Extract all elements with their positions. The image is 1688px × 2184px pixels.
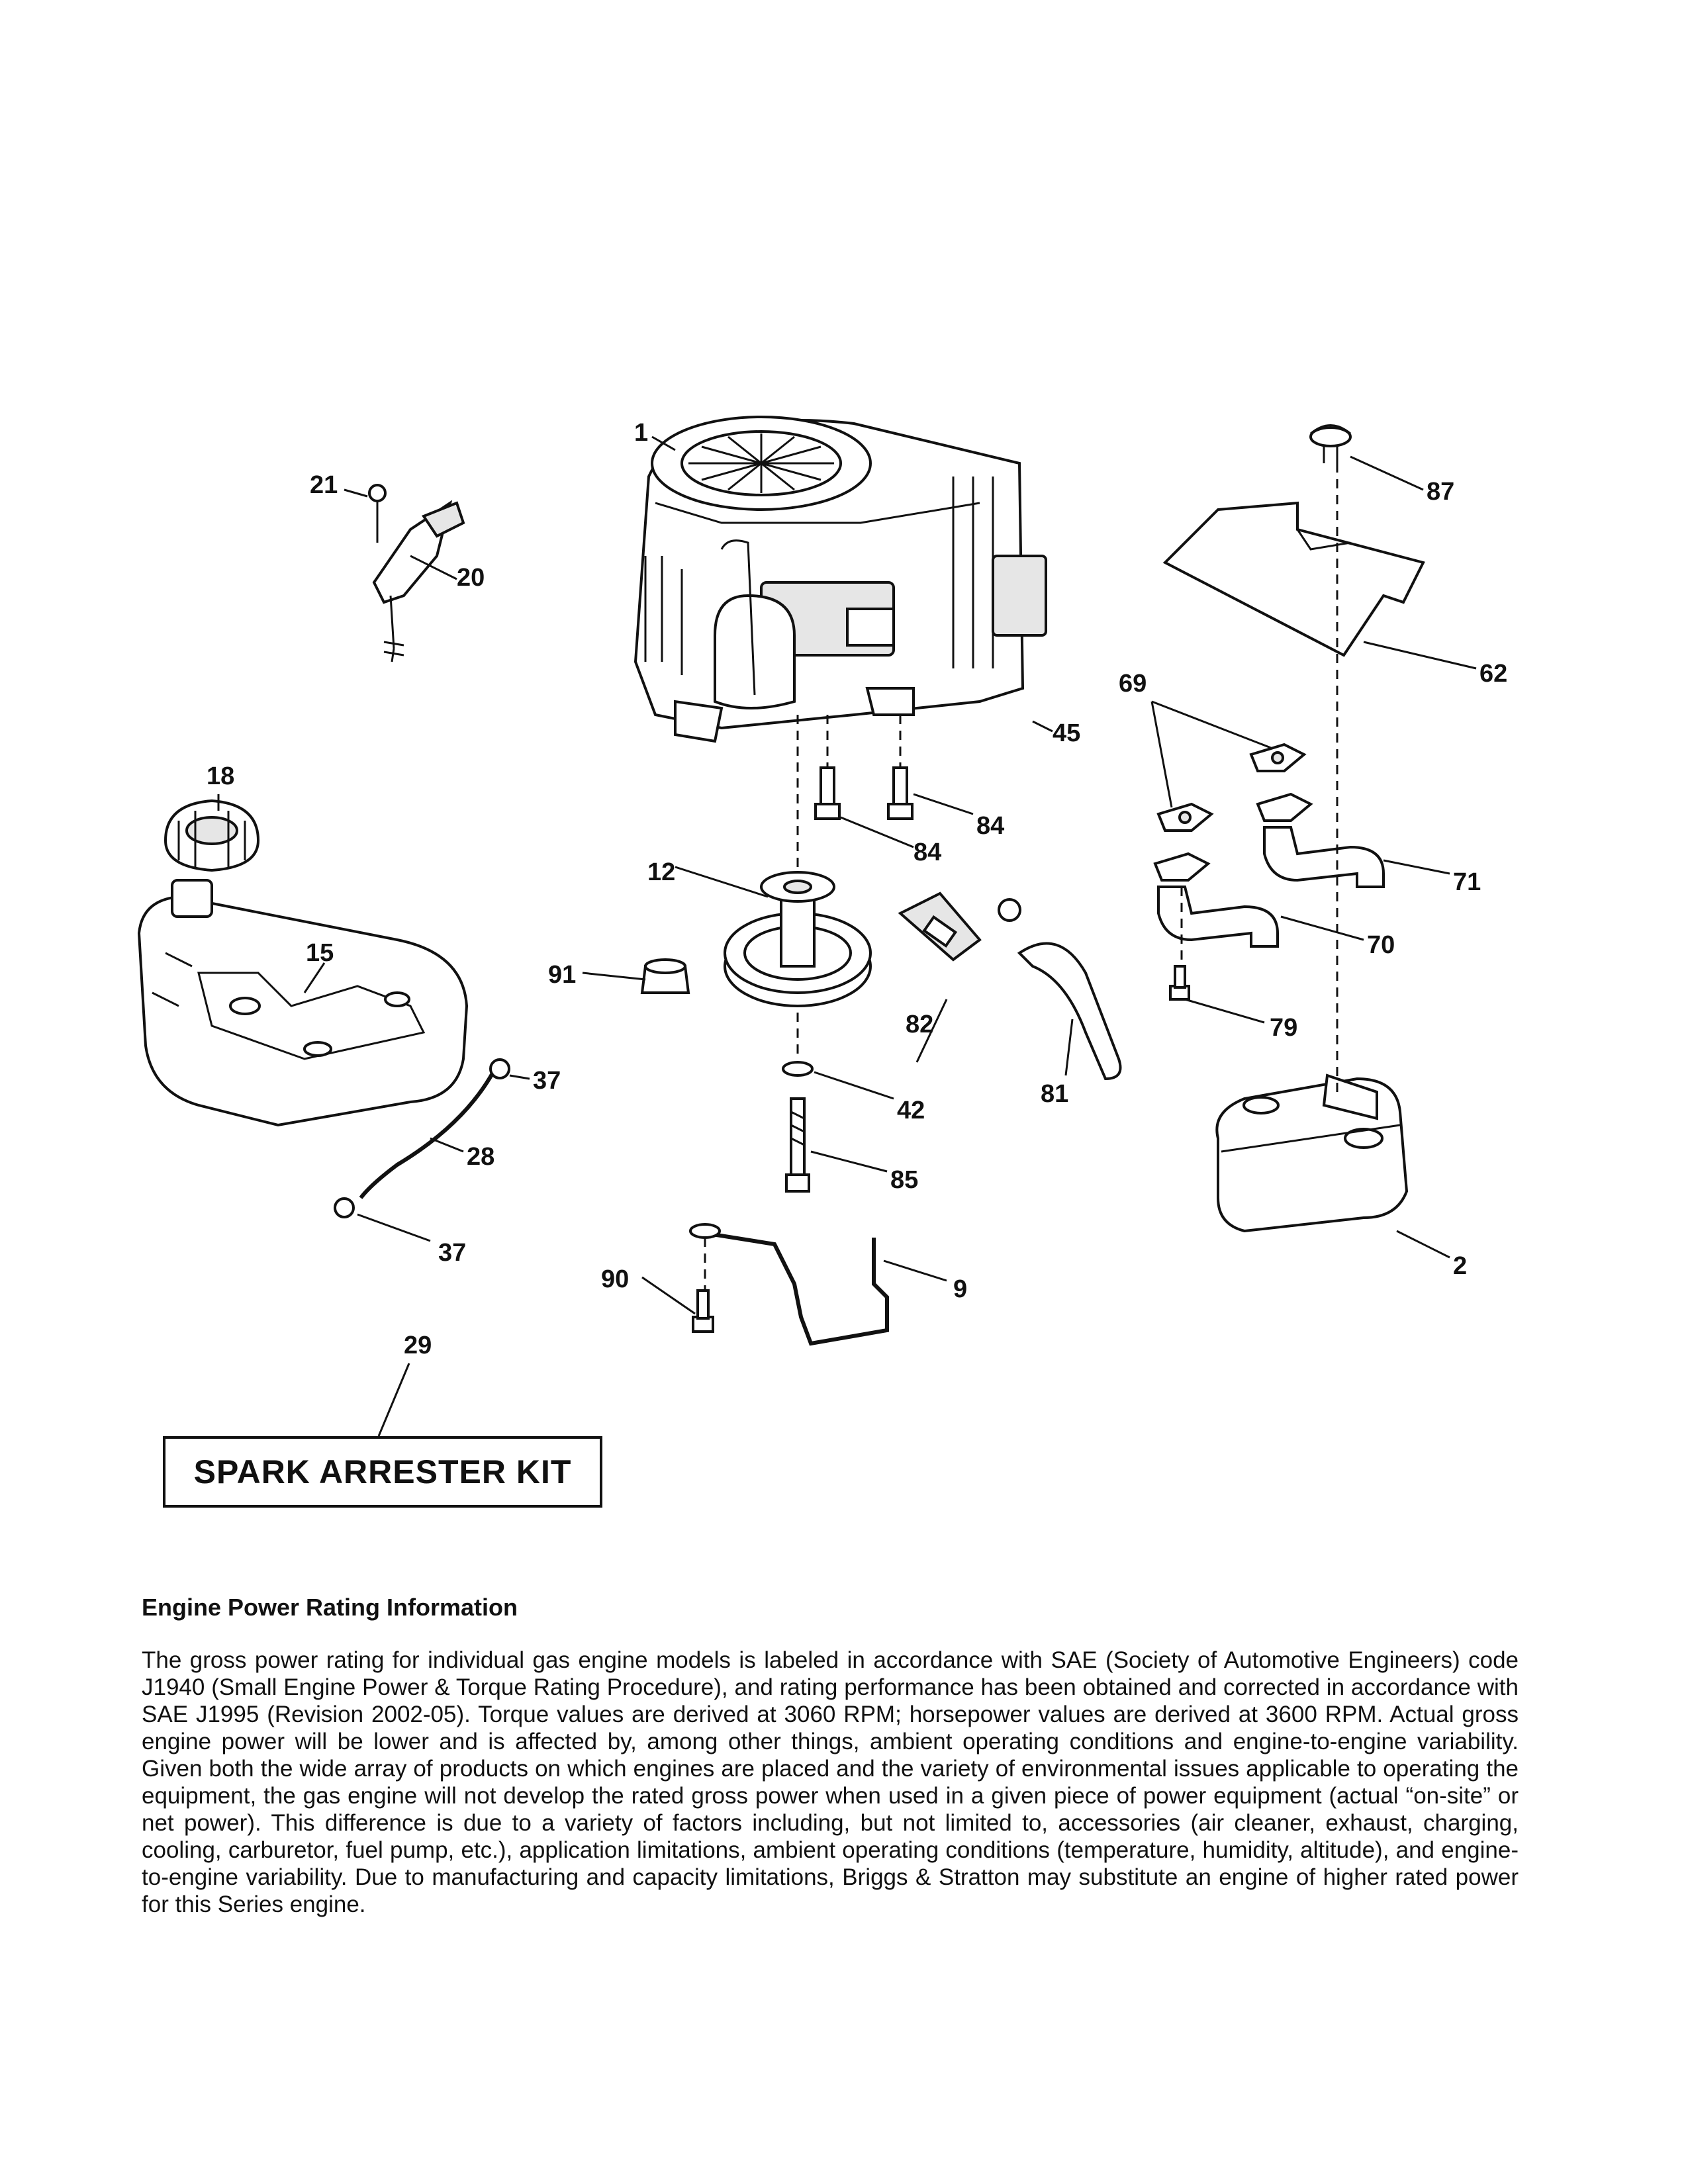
callout-fuel-tank: 15 bbox=[306, 939, 334, 967]
callout-muffler: 2 bbox=[1453, 1252, 1467, 1280]
callout-fuel-hose: 81 bbox=[1041, 1080, 1068, 1108]
callout-bolt-b: 84 bbox=[976, 812, 1004, 840]
power-rating-text: The gross power rating for individual ga… bbox=[142, 1647, 1519, 1917]
callout-throttle-screw: 21 bbox=[310, 471, 338, 499]
washer-bolt-part bbox=[782, 1061, 814, 1193]
callout-engine: 1 bbox=[634, 419, 648, 447]
fuel-line-part bbox=[334, 1058, 510, 1218]
guard-plate-part bbox=[1162, 424, 1425, 657]
engine-bolts-part bbox=[814, 766, 914, 820]
callout-rod-bolt: 90 bbox=[601, 1265, 629, 1293]
callout-pulley-bolt: 85 bbox=[890, 1166, 918, 1194]
fuel-hose-part bbox=[1017, 942, 1122, 1081]
pulley-part bbox=[724, 871, 872, 1007]
throttle-control-part bbox=[368, 484, 465, 662]
alignment-lines bbox=[704, 463, 1338, 1291]
callout-exhaust-pipe-b: 70 bbox=[1367, 931, 1395, 959]
callout-bolt-a: 84 bbox=[914, 839, 941, 866]
bushing-part bbox=[640, 958, 690, 994]
spark-arrester-kit-label: SPARK ARRESTER KIT bbox=[193, 1453, 572, 1490]
callout-exhaust-bolt: 79 bbox=[1270, 1014, 1297, 1042]
exhaust-gaskets-part bbox=[1153, 743, 1313, 882]
callout-rod: 9 bbox=[953, 1275, 967, 1303]
fuel-filter-part bbox=[898, 891, 1021, 962]
callout-clamp-a: 37 bbox=[533, 1067, 561, 1095]
callout-guard-plate: 62 bbox=[1479, 660, 1507, 688]
callout-fuel-line: 28 bbox=[467, 1143, 494, 1171]
callout-washer: 42 bbox=[897, 1097, 925, 1124]
callout-gasket: 69 bbox=[1119, 670, 1147, 698]
callout-fuel-filter: 82 bbox=[906, 1011, 933, 1038]
callout-spark-arrester: 29 bbox=[404, 1332, 432, 1359]
engine-part bbox=[633, 416, 1047, 743]
callout-pulley: 12 bbox=[647, 858, 675, 886]
exhaust-bolt-79-part bbox=[1169, 965, 1190, 1001]
callout-throttle-control: 20 bbox=[457, 564, 485, 592]
muffler-part bbox=[1215, 1073, 1409, 1233]
spark-arrester-kit-box: SPARK ARRESTER KIT bbox=[163, 1436, 602, 1508]
power-rating-title: Engine Power Rating Information bbox=[142, 1594, 518, 1621]
fuel-cap-part bbox=[164, 799, 260, 872]
exhaust-pipe-70-part bbox=[1157, 886, 1279, 948]
callout-fuel-cap: 18 bbox=[207, 762, 234, 790]
exhaust-pipe-71-part bbox=[1263, 826, 1385, 888]
callout-exhaust-pipe-a: 71 bbox=[1453, 868, 1481, 896]
fuel-tank-part bbox=[137, 879, 469, 1127]
callout-nut: 45 bbox=[1053, 719, 1080, 747]
callout-labels: 1 87 21 20 62 69 45 18 84 84 12 71 15 70… bbox=[207, 419, 1507, 1359]
callout-bushing: 91 bbox=[548, 961, 576, 989]
support-rod-part bbox=[689, 1223, 889, 1346]
callout-guard-bolt: 87 bbox=[1427, 478, 1454, 506]
callout-clamp-b: 37 bbox=[438, 1239, 466, 1267]
leader-lines bbox=[217, 435, 1477, 1437]
